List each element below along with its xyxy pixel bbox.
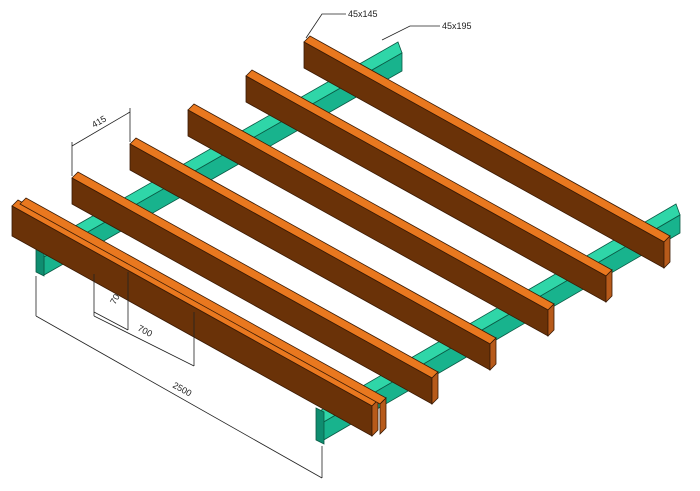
joists <box>11 35 671 437</box>
joist-1 <box>303 35 671 269</box>
joist-3 <box>187 103 555 337</box>
joist-4 <box>129 137 497 371</box>
beam-end-rear <box>315 407 325 445</box>
joist-section-label: 45x145 <box>348 9 378 19</box>
joist-2 <box>245 69 613 303</box>
dimensions <box>35 108 323 479</box>
joist-6-double <box>11 197 387 437</box>
overhang-small-label: 70 <box>108 292 122 306</box>
total-length-label: 2500 <box>171 380 193 398</box>
joist-spacing-label: 415 <box>90 114 108 130</box>
beam-section-label: 45x195 <box>442 21 472 31</box>
joist-5 <box>71 171 439 405</box>
overhang-large-label: 700 <box>136 323 154 339</box>
section-leaders <box>305 13 440 41</box>
